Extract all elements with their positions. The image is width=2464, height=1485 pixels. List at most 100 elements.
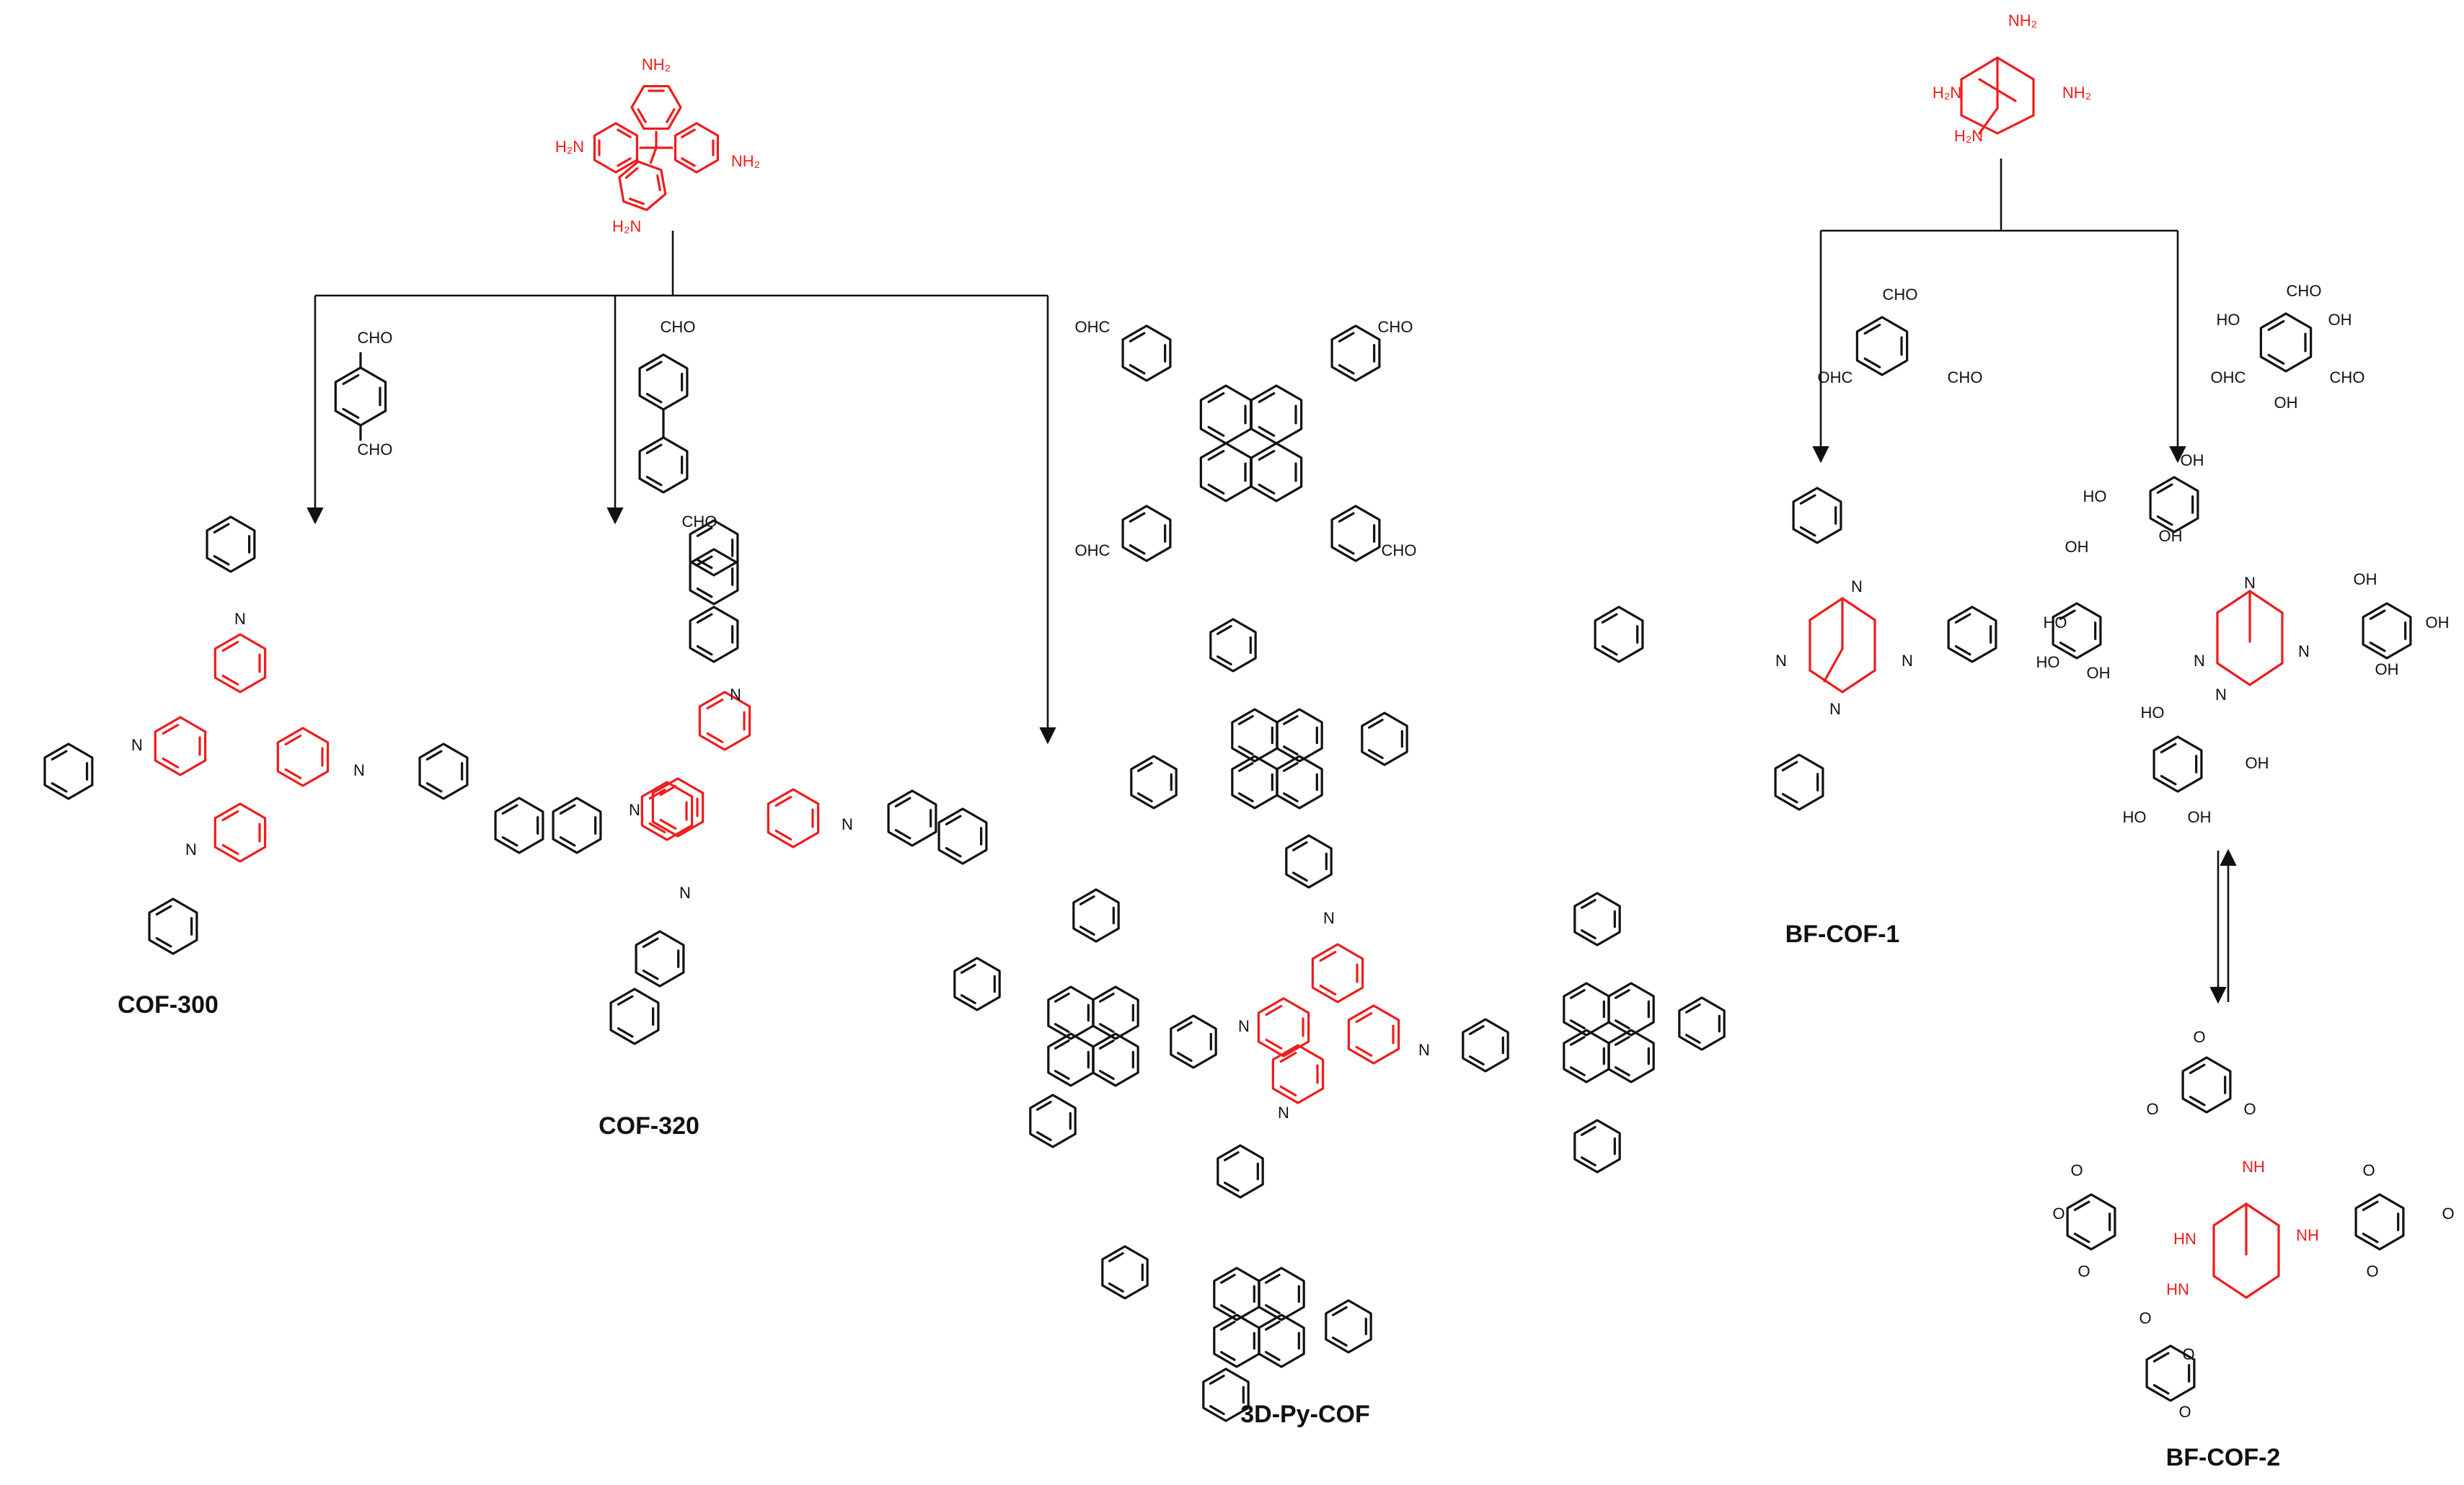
bond (221, 843, 239, 855)
benzene-ring (276, 727, 330, 787)
bond (2212, 1202, 2248, 1227)
bond (1469, 1055, 1485, 1065)
bond (1177, 1021, 1193, 1032)
bond (1841, 669, 1876, 693)
carbonyl-o-label: O (2193, 1028, 2205, 1046)
benzene-ring (1607, 1029, 1655, 1083)
bond (2267, 320, 2285, 332)
amine-nh-label: HN (2166, 1280, 2189, 1298)
aldehyde-label: OHC (2211, 368, 2246, 386)
bond (1338, 512, 1355, 523)
hydroxyl-label: OH (2159, 527, 2183, 545)
bond (342, 374, 360, 386)
benzene-ring (1678, 996, 1726, 1051)
amine-label: NH₂ (642, 56, 671, 74)
aldehyde-label: CHO (1382, 541, 1417, 559)
benzene-ring (2181, 1056, 2232, 1114)
aldehyde-label: CHO (661, 318, 696, 336)
benzene-ring (213, 633, 267, 693)
benzene-ring (148, 897, 198, 955)
imine-n-label: N (185, 841, 197, 859)
bond (1129, 332, 1146, 343)
hydroxyl-label: OH (2065, 538, 2089, 556)
bond (2152, 1383, 2170, 1395)
benzene-ring (1258, 1267, 1305, 1321)
bond (1207, 483, 1225, 495)
bond (1129, 512, 1146, 523)
bond (1283, 792, 1299, 802)
bond (155, 905, 172, 916)
benzene-ring (1594, 606, 1644, 663)
bond (425, 750, 443, 761)
bond (1216, 625, 1232, 635)
bond (2189, 1063, 2206, 1075)
bond (617, 1027, 634, 1038)
bond (2152, 1352, 2170, 1363)
hydroxyl-label: HO (2123, 808, 2147, 826)
bond (659, 818, 677, 830)
benzene-ring (2152, 735, 2203, 793)
benzene-ring (1276, 708, 1323, 763)
bond (1258, 392, 1276, 404)
bond (2216, 662, 2251, 686)
bond (1863, 324, 1881, 335)
bond (2245, 1275, 2280, 1299)
bond (2073, 1232, 2090, 1244)
bond (1615, 1019, 1630, 1029)
benzene-ring (1170, 1014, 1217, 1069)
aldehyde-label: CHO (1378, 318, 1413, 336)
bond (1601, 613, 1618, 624)
bond (2156, 483, 2173, 495)
bond (1960, 114, 1999, 135)
bond (666, 108, 676, 123)
bf-cof-1-label: BF-COF-1 (1785, 921, 1900, 948)
benzene-ring (887, 789, 937, 847)
carbonyl-o-label: O (2362, 1161, 2375, 1179)
amine-label: H₂N (1933, 84, 1961, 102)
bond (1265, 1351, 1281, 1361)
imine-n-label: N (842, 815, 853, 833)
benzene-ring (1311, 943, 1364, 1003)
bond (559, 804, 576, 815)
benzene-ring (43, 742, 94, 800)
benzene-ring (1271, 1044, 1325, 1104)
bond (50, 781, 68, 793)
benzene-ring (1607, 982, 1655, 1037)
hydroxyl-label: OH (2426, 613, 2450, 631)
imine-n-label: N (2215, 686, 2227, 704)
bond (1841, 597, 1876, 621)
bond (1292, 841, 1308, 851)
bond (696, 587, 713, 598)
aldehyde-label: CHO (2287, 282, 2322, 300)
aldehyde-label: CHO (1948, 368, 1983, 386)
imine-n-label: N (2298, 642, 2310, 660)
bond (1319, 951, 1337, 962)
imine-n-label: N (1278, 1104, 1289, 1122)
bond (961, 994, 976, 1004)
carbonyl-o-label: O (2243, 1100, 2256, 1118)
benzene-ring (1231, 755, 1279, 810)
bond (945, 846, 962, 858)
aldehyde-label: OHC (1818, 368, 1853, 386)
benzene-ring (1121, 505, 1172, 562)
bond (1799, 526, 1816, 537)
bond (284, 768, 302, 779)
benzene-ring (937, 807, 988, 865)
3d-py-cof-label: 3D-Py-COF (1240, 1401, 1369, 1428)
hydroxyl-label: HO (2044, 613, 2067, 631)
bond (1799, 494, 1816, 505)
bond (1265, 1304, 1281, 1314)
benzene-ring (609, 988, 660, 1045)
bond (1954, 613, 1971, 624)
imine-n-label: N (2244, 574, 2256, 592)
benzene-ring (1258, 1313, 1305, 1368)
hydroxyl-label: OH (2328, 311, 2352, 329)
carbonyl-o-label: O (2052, 1205, 2065, 1223)
bond (1332, 1336, 1348, 1347)
bond (1137, 762, 1153, 772)
benzene-ring (651, 777, 705, 838)
amine-nh-label: NH (2242, 1158, 2265, 1176)
bond (1283, 745, 1299, 755)
benzene-ring (1250, 384, 1303, 445)
benzene-ring (1029, 1094, 1077, 1148)
